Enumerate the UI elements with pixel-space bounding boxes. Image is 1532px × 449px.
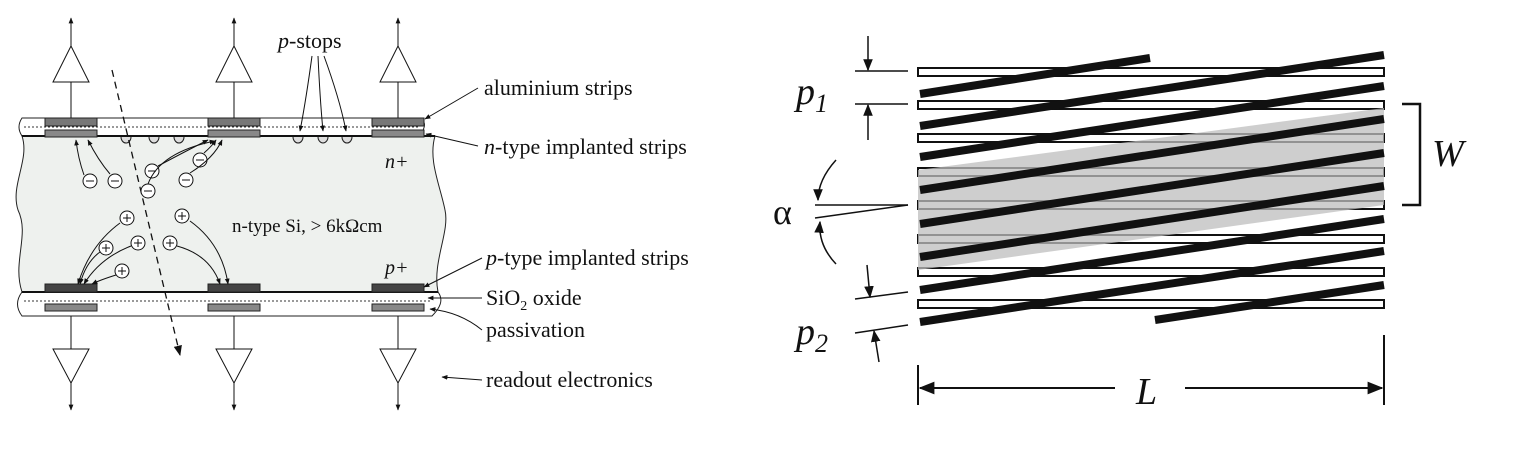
top-amplifiers — [52, 17, 417, 118]
hole — [119, 210, 135, 226]
electron-drift-arrows — [74, 139, 223, 185]
horizontal-strip — [917, 267, 1385, 277]
aluminium-strip — [207, 303, 261, 312]
tilted-strip — [1154, 281, 1385, 324]
hole — [174, 208, 190, 224]
passivation-pointer — [429, 307, 483, 331]
tilted-strip — [919, 115, 1385, 194]
n-implant-strip — [44, 129, 98, 138]
amplifier — [379, 316, 417, 411]
p-stop — [148, 136, 160, 144]
sio2-oxide-label: SiO2 oxide — [486, 285, 582, 314]
aluminium-strip — [207, 117, 261, 127]
amplifier — [52, 316, 90, 411]
aluminium-strips-label: aluminium strips — [484, 75, 633, 100]
aluminium-strip — [371, 303, 425, 312]
tilted-strip — [919, 215, 1385, 294]
hole — [162, 235, 178, 251]
bulk-silicon-label: n-type Si, > 6kΩcm — [232, 216, 383, 237]
hole — [114, 263, 130, 279]
tilted-strip — [919, 182, 1385, 261]
l-label: L — [1135, 371, 1157, 413]
p-stop — [173, 136, 185, 144]
electron — [140, 183, 156, 199]
amplifier — [215, 316, 253, 411]
bottom-strips — [44, 283, 425, 312]
p-implant-strip — [371, 283, 425, 293]
hole-drift-arrows — [77, 220, 230, 285]
p2-dimension — [854, 264, 909, 363]
tilted-strips — [919, 51, 1385, 326]
alpha-label: α — [773, 192, 792, 232]
electron — [192, 152, 208, 168]
p-stops-callout-lines — [298, 55, 348, 132]
electron — [144, 163, 160, 179]
p-stops — [120, 136, 353, 144]
amplifier — [52, 17, 90, 118]
hole — [130, 235, 146, 251]
p1-dimension — [855, 36, 908, 140]
w-label: W — [1432, 133, 1467, 175]
readout-electronics-pointer — [441, 375, 483, 381]
aluminium-strip — [44, 303, 98, 312]
w-bracket — [1402, 102, 1422, 207]
readout-electronics-label: readout electronics — [486, 367, 653, 392]
tilted-strip — [919, 82, 1385, 161]
p-type-strips-pointer — [423, 257, 483, 288]
stereo-strip-geometry: p1 p2 α W L — [773, 36, 1467, 413]
n-implant-strip — [207, 129, 261, 138]
amplifier — [215, 17, 253, 118]
p-type-strips-label: p-type implanted strips — [484, 245, 689, 270]
tilted-strip — [919, 51, 1385, 130]
hole — [98, 240, 114, 256]
horizontal-strip — [917, 67, 1385, 77]
p-plus-label: p+ — [383, 257, 409, 279]
silicon-strip-detector-cross-section: p-stops aluminium strips n-type implante… — [15, 17, 689, 411]
aluminium-strips-pointer — [424, 87, 479, 120]
n-plus-label: n+ — [385, 151, 409, 173]
passivation-label: passivation — [486, 317, 585, 342]
aluminium-strip — [44, 117, 98, 127]
holes — [98, 208, 190, 279]
p-implant-strip — [207, 283, 261, 293]
electron — [82, 173, 98, 189]
tilted-strip — [919, 149, 1385, 228]
bottom-amplifiers — [52, 316, 417, 411]
horizontal-strip — [917, 100, 1385, 110]
horizontal-strip — [917, 299, 1385, 309]
bulk-silicon-region — [15, 135, 447, 293]
aluminium-strip — [371, 117, 425, 127]
p-stop — [317, 136, 329, 144]
electrons — [82, 152, 208, 199]
l-dimension — [917, 335, 1385, 405]
amplifier — [379, 17, 417, 118]
p-implant-strip — [44, 283, 98, 293]
alpha-angle — [813, 159, 909, 265]
electron — [178, 172, 194, 188]
tilted-strip — [919, 54, 1151, 98]
tilted-strip — [919, 247, 1385, 326]
p-stop — [341, 136, 353, 144]
p-stops-label: p-stops — [276, 28, 342, 53]
p1-label: p1 — [793, 71, 828, 118]
electron — [107, 173, 123, 189]
p-stop — [292, 136, 304, 144]
p2-label: p2 — [793, 311, 828, 358]
n-type-strips-label: n-type implanted strips — [484, 134, 687, 159]
particle-track-arrow — [111, 69, 182, 357]
n-type-strips-pointer — [425, 132, 479, 147]
n-implant-strip — [371, 129, 425, 138]
